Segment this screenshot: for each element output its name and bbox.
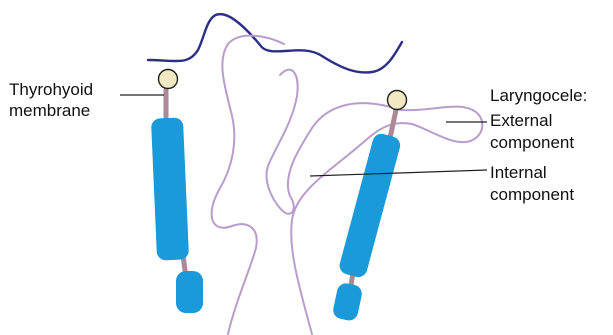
thyrohyoid-label-line1: Thyrohyoid xyxy=(9,79,93,100)
left-hyoid-bone xyxy=(159,70,178,89)
internal-component-label-line2: component xyxy=(490,184,574,205)
left-thyroid-cartilage xyxy=(151,117,189,260)
internal-component-leader-line xyxy=(310,170,487,176)
dark-upper-outline xyxy=(148,14,402,72)
external-component-label-line1: External xyxy=(490,110,552,131)
left-cricoid-cartilage xyxy=(176,271,203,313)
right-hyoid-bone xyxy=(388,91,407,110)
thyrohyoid-label-line2: membrane xyxy=(9,100,90,121)
right-cricoid-cartilage xyxy=(332,282,364,322)
airway-mucosa-outline xyxy=(212,36,284,334)
internal-component-label-line1: Internal xyxy=(490,162,547,183)
external-component-label-line2: component xyxy=(490,132,574,153)
laryngocele-label: Laryngocele: xyxy=(490,85,587,106)
right-thyrohyoid-membrane xyxy=(390,110,396,138)
right-thyroid-cartilage xyxy=(338,132,403,279)
